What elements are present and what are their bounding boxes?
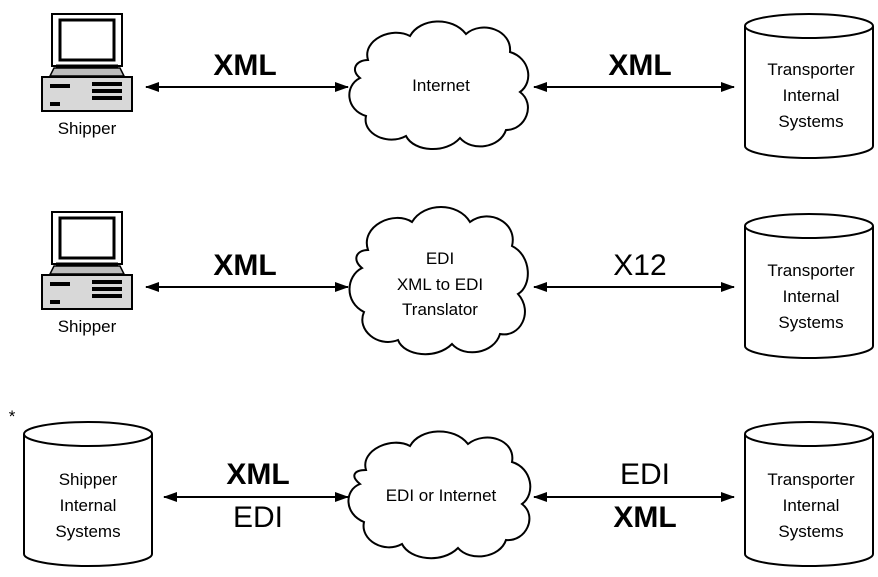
database-label: Transporter [767,261,855,280]
database-label: Transporter [767,60,855,79]
database-label: Internal [60,496,117,515]
computer-icon [41,13,133,112]
network-cloud [348,20,530,151]
database-label: Systems [778,522,843,541]
database-icon [23,421,153,567]
database-label: Systems [55,522,120,541]
cloud-label: XML to EDI [397,275,483,294]
protocol-label: XML [213,249,276,282]
cloud-label: EDI [426,249,454,268]
database-label: Systems [778,313,843,332]
database-icon [744,13,874,159]
database-label: Transporter [767,470,855,489]
cloud-label: Translator [402,300,478,319]
protocol-label: XML [226,458,289,491]
protocol-label: XML [213,49,276,82]
network-cloud [348,206,529,356]
database-label: Internal [783,496,840,515]
database-label: Systems [778,112,843,131]
database-label: Internal [783,287,840,306]
row-2: Shipper XML EDI XML to EDI Translator X1… [41,206,874,359]
database-label: Shipper [59,470,118,489]
protocol-label: X12 [613,249,666,282]
database-icon [744,421,874,567]
protocol-label: XML [613,501,676,534]
computer-icon [41,211,133,310]
protocol-label: EDI [233,501,283,534]
row-1: Shipper XML Internet XML Transporter Int… [41,13,874,159]
row-3: * Shipper Internal Systems XML EDI EDI o… [9,407,874,567]
protocol-label: XML [608,49,671,82]
protocol-label: EDI [620,458,670,491]
footnote-marker: * [9,407,16,426]
shipper-label: Shipper [58,119,117,138]
network-cloud [347,430,532,560]
database-icon [744,213,874,359]
shipper-label: Shipper [58,317,117,336]
database-label: Internal [783,86,840,105]
cloud-label: Internet [412,76,470,95]
cloud-label: EDI or Internet [386,486,497,505]
